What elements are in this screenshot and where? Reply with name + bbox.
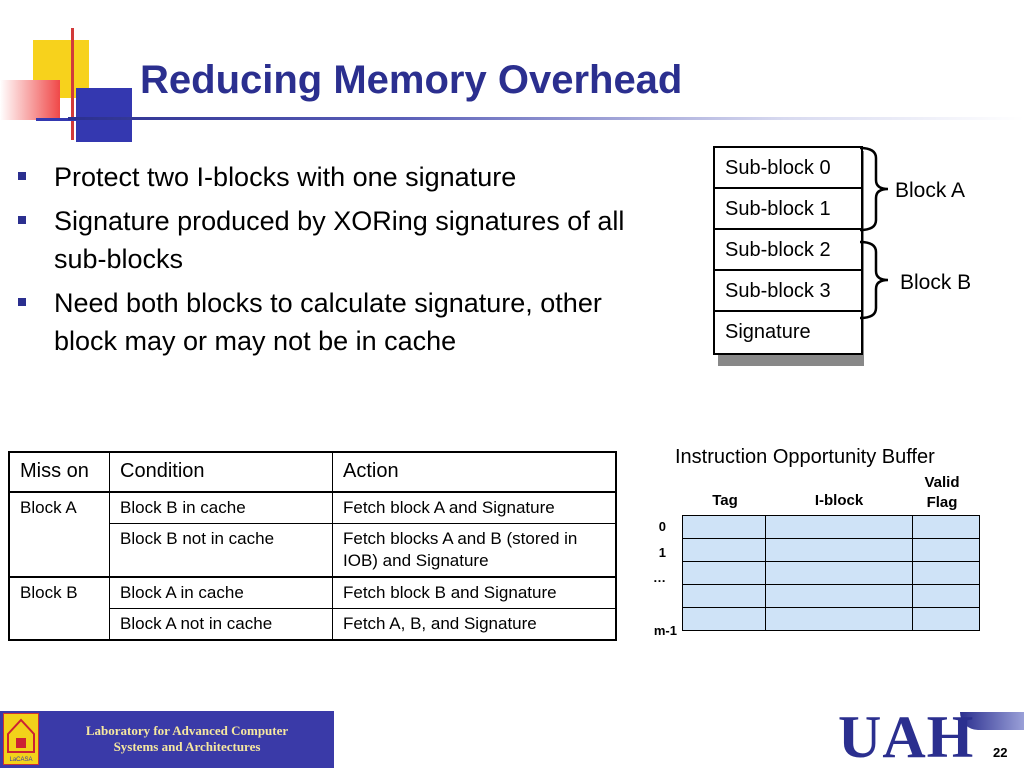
iob-title: Instruction Opportunity Buffer <box>675 446 935 468</box>
block-a-label: Block A <box>895 179 966 202</box>
page-number: 22 <box>993 745 1008 760</box>
bullet-list: Protect two I-blocks with one signature … <box>18 158 678 366</box>
header-miss-on: Miss on <box>8 451 110 493</box>
iob-grid <box>682 515 980 631</box>
iob-row <box>682 561 980 585</box>
iob-row <box>682 538 980 562</box>
iob-valid-cell <box>912 584 980 608</box>
iob-tag-cell <box>682 561 766 585</box>
sub-block-cell: Sub-block 1 <box>715 189 861 230</box>
action-table: Miss on Condition Action Block A Block B… <box>8 451 617 641</box>
cell-condition: Block B in cache <box>109 491 333 524</box>
table-row: Block A not in cache Fetch A, B, and Sig… <box>9 608 617 641</box>
iob-tag-cell <box>682 584 766 608</box>
iob-row <box>682 515 980 539</box>
bullet-square-icon <box>18 172 26 180</box>
title-divider <box>68 117 1024 120</box>
deco-red-vertical-line <box>71 28 74 140</box>
iob-valid-cell <box>912 515 980 539</box>
bullet-square-icon <box>18 298 26 306</box>
cell-condition: Block A not in cache <box>109 608 333 641</box>
cell-action: Fetch A, B, and Signature <box>332 608 617 641</box>
bullet-item: Signature produced by XORing signatures … <box>18 202 654 278</box>
cell-condition: Block B not in cache <box>109 523 333 578</box>
sub-block-stack: Sub-block 0 Sub-block 1 Sub-block 2 Sub-… <box>713 146 863 355</box>
signature-cell: Signature <box>725 321 811 343</box>
iob-row-index: m-1 <box>653 623 677 638</box>
iob-header-iblock: I-block <box>814 492 864 509</box>
deco-blue-square <box>76 88 132 142</box>
header-condition: Condition <box>109 451 333 493</box>
sub-block-cell: Sub-block 2 <box>715 230 861 271</box>
bullet-item: Need both blocks to calculate signature,… <box>18 284 634 360</box>
block-b-label: Block B <box>900 271 972 294</box>
iob-iblock-cell <box>765 538 913 562</box>
table-row: Block A Block B in cache Fetch block A a… <box>8 491 617 578</box>
cell-miss-on: Block B <box>8 576 110 641</box>
table-row: Block B Block A in cache Fetch block B a… <box>8 576 617 641</box>
cell-action: Fetch block B and Signature <box>332 576 617 609</box>
brace-block-b-icon <box>859 240 889 320</box>
cell-condition: Block A in cache <box>109 576 333 609</box>
iob-row-index: … <box>653 570 666 585</box>
uah-swoosh <box>960 712 1024 730</box>
iob-iblock-cell <box>765 607 913 631</box>
iob-row <box>682 584 980 608</box>
iob-valid-cell <box>912 561 980 585</box>
svg-text:LaCASA: LaCASA <box>9 757 32 763</box>
iob-header-valid: Valid <box>924 474 960 491</box>
iob-header-flag: Flag <box>926 494 958 511</box>
bullet-item: Protect two I-blocks with one signature <box>18 158 678 196</box>
iob-valid-cell <box>912 607 980 631</box>
header-action: Action <box>332 451 617 493</box>
lacasa-house-icon: LaCASA <box>7 718 35 763</box>
iob-iblock-cell <box>765 584 913 608</box>
lacasa-logo-icon: LaCASA <box>3 713 39 765</box>
iob-row-index: 1 <box>658 545 666 560</box>
brace-block-a-icon <box>859 146 889 232</box>
table-row: Block B not in cache Fetch blocks A and … <box>9 523 617 578</box>
iob-row-index: 0 <box>658 519 666 534</box>
iob-iblock-cell <box>765 561 913 585</box>
iob-tag-cell <box>682 515 766 539</box>
cell-miss-on: Block A <box>8 491 110 578</box>
bullet-square-icon <box>18 216 26 224</box>
iob-header-tag: Tag <box>712 492 738 509</box>
iob-tag-cell <box>682 607 766 631</box>
cell-action: Fetch blocks A and B (stored in IOB) and… <box>332 523 617 578</box>
deco-red-square <box>0 80 60 120</box>
table-header-row: Miss on Condition Action <box>8 451 617 493</box>
cell-action: Fetch block A and Signature <box>332 491 617 524</box>
lab-banner <box>0 711 334 768</box>
deco-blue-horizontal-line <box>36 118 96 121</box>
page-title: Reducing Memory Overhead <box>140 58 683 102</box>
iob-iblock-cell <box>765 515 913 539</box>
sub-block-cell: Sub-block 0 <box>715 148 861 189</box>
sub-block-cell: Sub-block 3 <box>715 271 861 312</box>
uah-logo: UAH <box>838 704 975 770</box>
iob-tag-cell <box>682 538 766 562</box>
iob-valid-cell <box>912 538 980 562</box>
iob-row <box>682 607 980 631</box>
lab-name: Laboratory for Advanced Computer Systems… <box>85 723 289 754</box>
